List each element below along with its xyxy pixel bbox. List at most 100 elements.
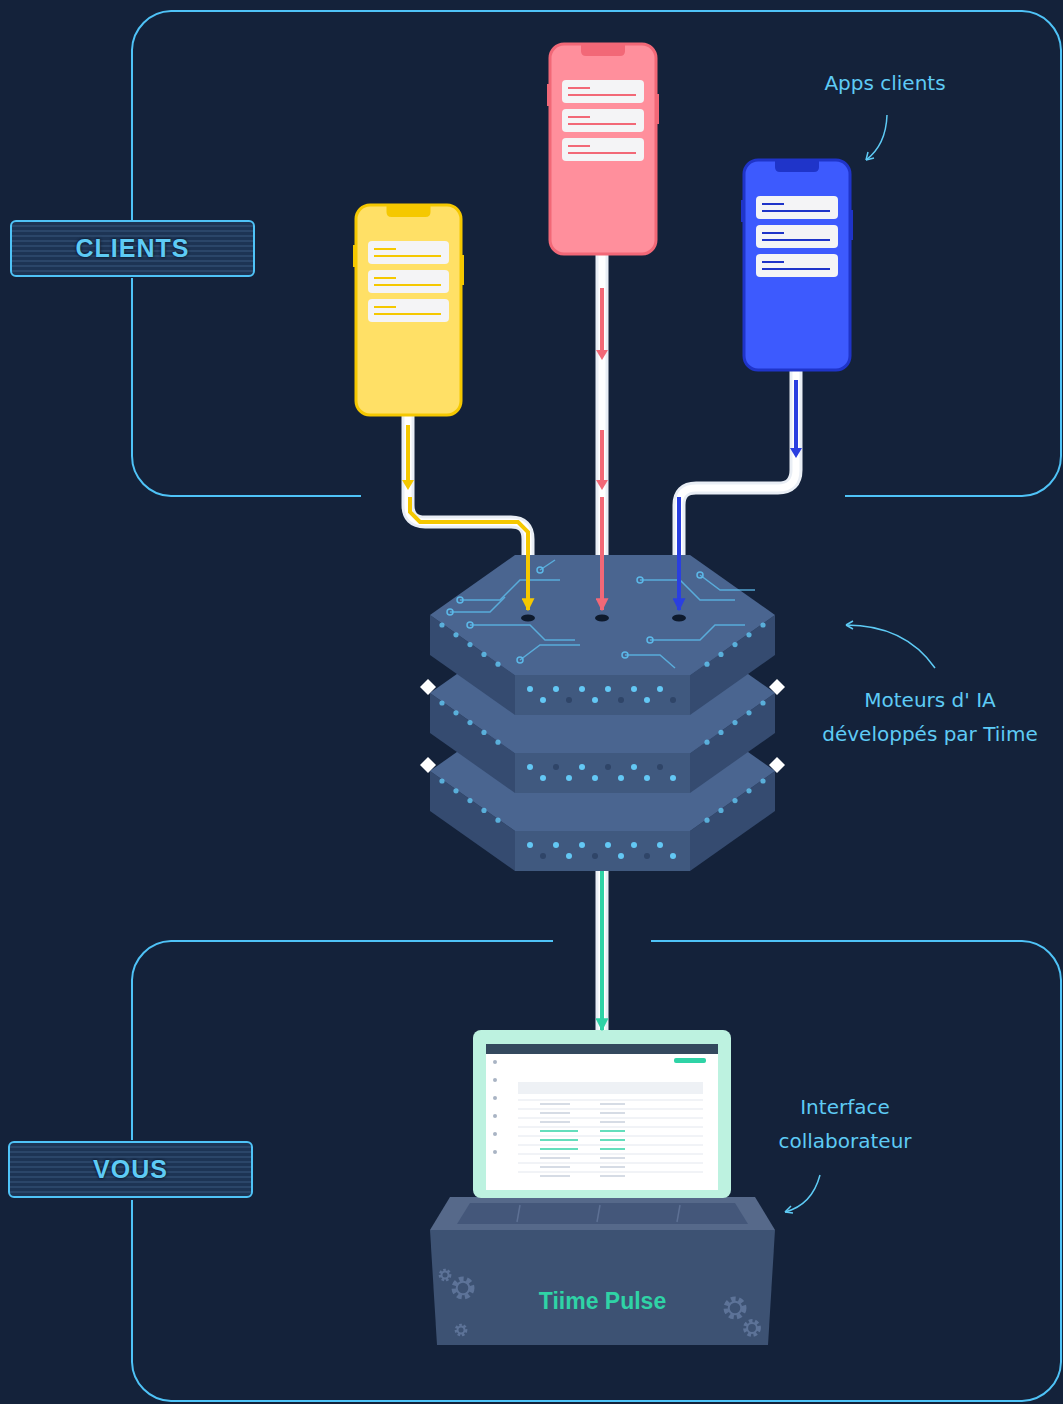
circuit-pad xyxy=(447,609,453,615)
circuit-trace xyxy=(460,580,560,600)
keyboard-line xyxy=(517,1205,520,1222)
led xyxy=(670,853,676,859)
gear xyxy=(442,1272,449,1279)
phone-notch xyxy=(581,45,625,56)
app-row xyxy=(518,1118,703,1119)
led xyxy=(631,764,637,770)
app-cell xyxy=(540,1166,570,1168)
led xyxy=(553,686,559,692)
led xyxy=(579,764,585,770)
led xyxy=(605,842,611,848)
product-name: Tiime Pulse xyxy=(430,1288,775,1315)
led xyxy=(718,808,723,813)
app-header xyxy=(486,1044,718,1054)
card-line xyxy=(374,248,396,250)
flow-head xyxy=(596,480,608,490)
app-cell xyxy=(540,1112,570,1114)
app-cell xyxy=(540,1139,578,1141)
phone-body xyxy=(550,44,656,254)
led xyxy=(540,853,546,859)
phone-button xyxy=(353,245,356,267)
flow-segment xyxy=(794,380,798,450)
app-row xyxy=(518,1100,703,1101)
leader-arrow xyxy=(846,621,853,629)
app-icon xyxy=(493,1132,497,1136)
led xyxy=(644,775,650,781)
circuit-pad xyxy=(637,577,643,583)
keyboard xyxy=(457,1203,748,1224)
led xyxy=(618,853,624,859)
flow-arrow xyxy=(600,871,604,1030)
region-border xyxy=(132,11,1061,496)
message-card xyxy=(756,254,838,277)
app-icon xyxy=(493,1114,497,1118)
app-icon xyxy=(493,1096,497,1100)
card-line xyxy=(762,239,830,241)
led xyxy=(495,662,500,667)
app-button xyxy=(674,1058,706,1063)
led xyxy=(553,842,559,848)
gear xyxy=(454,1279,472,1297)
led xyxy=(618,697,624,703)
phone-button xyxy=(461,255,464,285)
led xyxy=(467,720,472,725)
leader-line xyxy=(846,625,935,668)
callout-text: Apps clients xyxy=(800,66,970,100)
app-cell xyxy=(600,1166,625,1168)
led xyxy=(566,775,572,781)
app-row xyxy=(518,1136,703,1137)
app-cell xyxy=(600,1121,625,1123)
circuit-trace xyxy=(650,625,745,640)
leader-line xyxy=(785,1175,820,1212)
led xyxy=(527,764,533,770)
phone xyxy=(353,205,464,415)
laptop-app: Tiime Pulse xyxy=(430,1030,775,1345)
message-card xyxy=(368,241,449,264)
led xyxy=(657,842,663,848)
gear xyxy=(726,1299,744,1317)
message-card xyxy=(756,225,838,248)
led xyxy=(718,730,723,735)
app-row xyxy=(518,1127,703,1128)
app-cell xyxy=(600,1139,625,1141)
region-outline xyxy=(131,940,1062,1402)
keyboard-line xyxy=(597,1205,600,1222)
led xyxy=(631,686,637,692)
led xyxy=(592,775,598,781)
leader-lines xyxy=(785,115,935,1213)
app-cell xyxy=(540,1175,570,1177)
spacer xyxy=(769,679,785,695)
led xyxy=(644,853,650,859)
app-icon xyxy=(493,1060,497,1064)
gear xyxy=(456,1325,466,1335)
circuit-pad xyxy=(622,652,628,658)
app-cell xyxy=(600,1157,625,1159)
phone-notch xyxy=(387,206,431,217)
led xyxy=(527,842,533,848)
led xyxy=(644,697,650,703)
app-icon xyxy=(493,1150,497,1154)
callout-text: Moteurs d' IA développés par Tiime xyxy=(804,683,1056,751)
spacer xyxy=(769,757,785,773)
card-line xyxy=(374,284,441,286)
led xyxy=(746,632,751,637)
led xyxy=(657,686,663,692)
app-cell xyxy=(540,1103,570,1105)
led xyxy=(467,642,472,647)
led xyxy=(760,778,765,783)
led xyxy=(439,700,444,705)
led xyxy=(592,697,598,703)
led xyxy=(527,686,533,692)
phone xyxy=(547,44,659,254)
led xyxy=(495,740,500,745)
app-cell xyxy=(600,1103,625,1105)
led xyxy=(453,788,458,793)
laptop-deck xyxy=(430,1197,775,1230)
message-card xyxy=(756,196,838,219)
app-cell xyxy=(540,1130,578,1132)
flow-head xyxy=(790,448,802,458)
phone-button xyxy=(850,210,853,240)
circuit-trace xyxy=(450,597,505,612)
app-row xyxy=(518,1145,703,1146)
led xyxy=(481,808,486,813)
